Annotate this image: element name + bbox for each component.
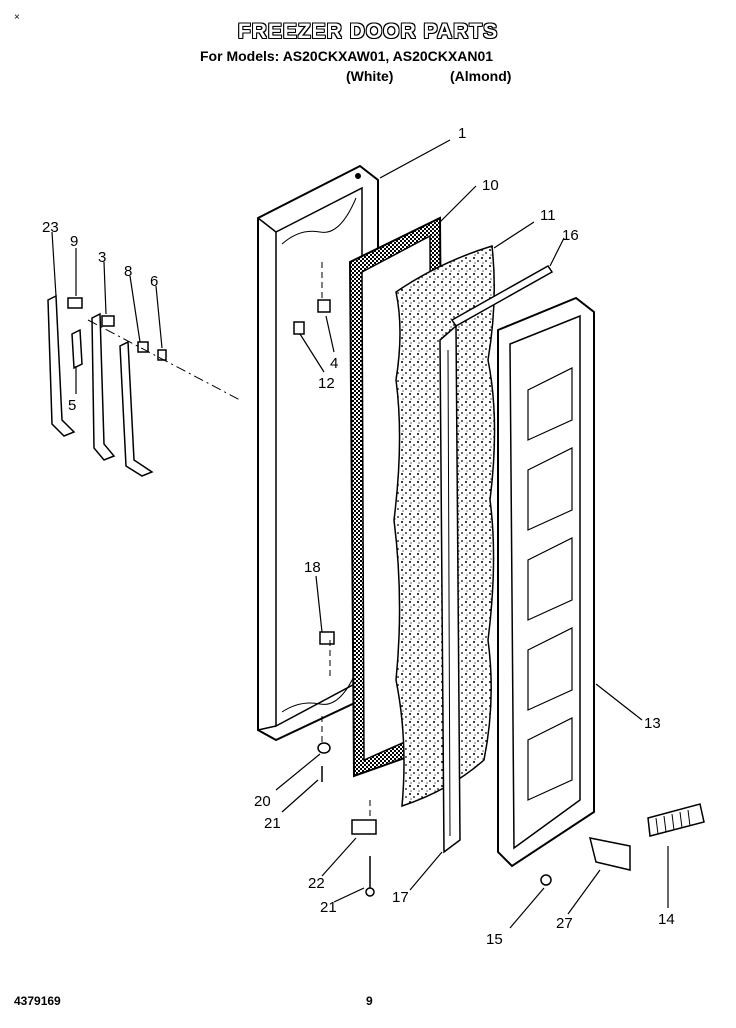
handle-brackets (47, 294, 167, 477)
callout-20: 20 (254, 793, 271, 810)
callout-10: 10 (482, 177, 499, 194)
top-strip (450, 265, 554, 327)
callout-22: 22 (308, 875, 325, 892)
callout-4: 4 (330, 355, 338, 372)
callout-8: 8 (124, 263, 132, 280)
leader-lines (51, 139, 669, 929)
callout-5: 5 (68, 397, 76, 414)
callout-12: 12 (318, 375, 335, 392)
side-strip (439, 324, 461, 854)
callout-14: 14 (658, 911, 675, 928)
callout-11: 11 (540, 207, 556, 224)
callout-17: 17 (392, 889, 409, 906)
callout-13: 13 (644, 715, 661, 732)
callout-21-lower: 21 (320, 899, 337, 916)
callout-27: 27 (556, 915, 573, 932)
inner-liner (497, 296, 595, 868)
page-title: FREEZER DOOR PARTS (237, 20, 499, 43)
callout-3: 3 (98, 249, 106, 266)
callout-16: 16 (562, 227, 579, 244)
callout-23: 23 (42, 219, 59, 236)
models-line: For Models: AS20CKXAW01, AS20CKXAN01 (200, 48, 494, 64)
variant-almond: (Almond) (450, 68, 512, 84)
callout-15: 15 (486, 931, 503, 948)
callout-6: 6 (150, 273, 158, 290)
corner-mark: × (14, 12, 20, 23)
callout-18: 18 (304, 559, 321, 576)
alignment-lines (321, 262, 371, 820)
callout-1: 1 (458, 125, 466, 142)
variant-white: (White) (346, 68, 394, 84)
callout-21-upper: 21 (264, 815, 281, 832)
hardware (293, 299, 705, 897)
doc-number: 4379169 (14, 994, 61, 1008)
axis-line (87, 319, 241, 401)
callout-9: 9 (70, 233, 78, 250)
page-number: 9 (366, 994, 373, 1008)
